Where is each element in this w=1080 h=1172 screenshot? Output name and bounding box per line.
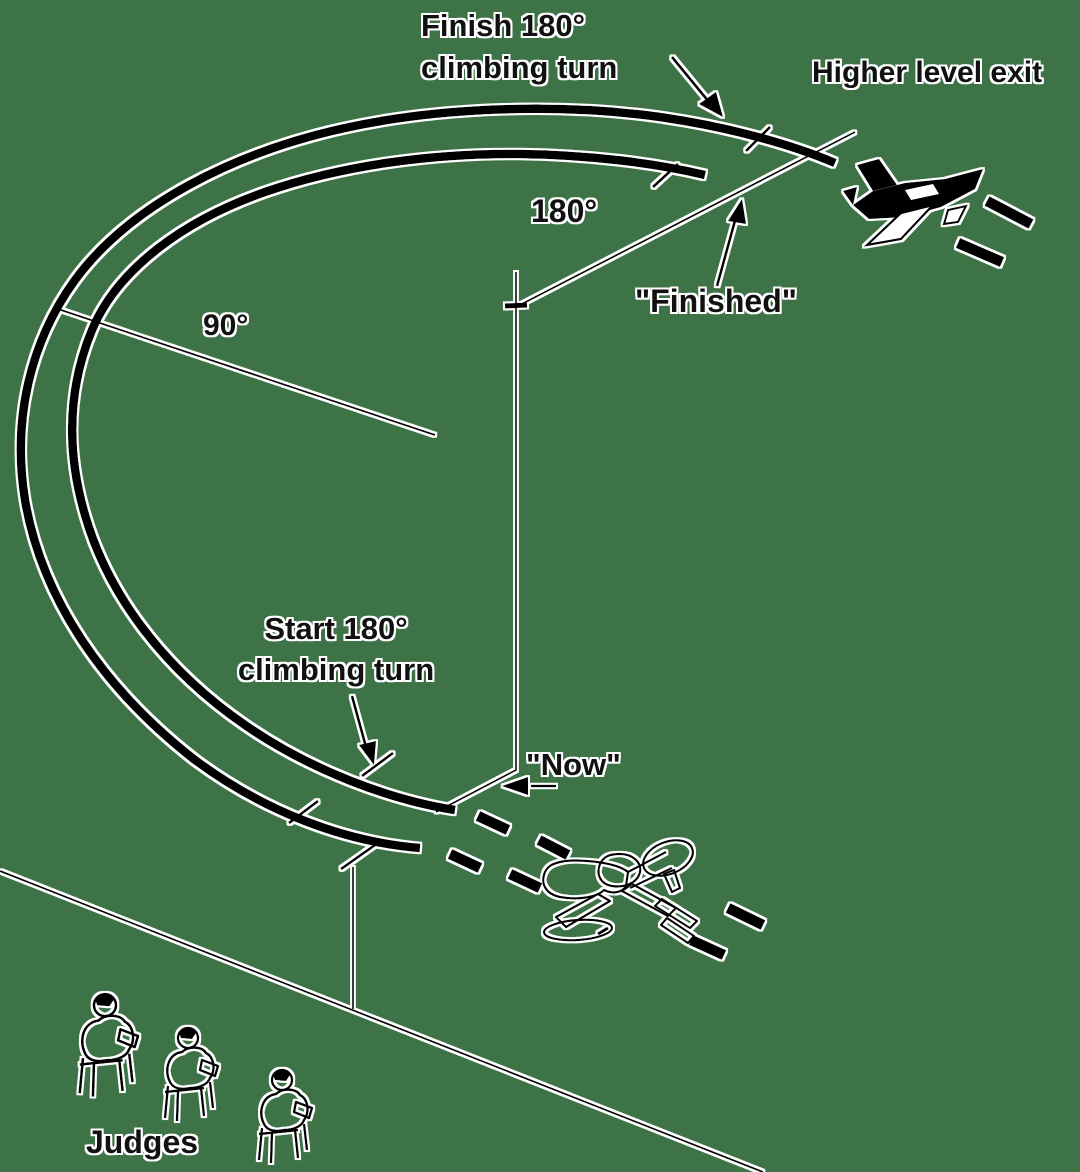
path-tick-marks [288, 126, 771, 871]
outer-path-curve [16, 104, 837, 853]
radial-180-line [515, 131, 856, 308]
flight-path-oval [16, 104, 837, 853]
label-line: climbing turn [421, 50, 618, 85]
inner-path-curve [67, 149, 706, 815]
label-judges: Judges [86, 1124, 199, 1160]
judge-figure [78, 992, 140, 1098]
annotation-arrows [350, 56, 746, 795]
finish-arrow [670, 56, 723, 117]
radial-90-line [54, 307, 436, 436]
center-pole-line [435, 272, 517, 813]
label-finished: "Finished" [635, 283, 797, 319]
label-higher-level-exit: Higher level exit [812, 56, 1043, 89]
judge-figure [257, 1068, 314, 1165]
label-180-degrees: 180° [531, 193, 598, 229]
entry-dashes [447, 811, 766, 960]
ground-line [0, 870, 764, 1172]
finished-arrow [715, 199, 746, 287]
label-line: climbing turn [237, 652, 435, 687]
label-line: Finish 180° [421, 8, 586, 43]
now-arrow [502, 777, 556, 795]
label-start-180-climbing-turn: Start 180° climbing turn [205, 608, 467, 690]
judge-figure [163, 1026, 220, 1123]
label-now: "Now" [526, 747, 621, 782]
label-line: Start 180° [264, 611, 408, 646]
reference-lines [0, 131, 856, 1172]
aircraft-entry-icon [542, 839, 699, 945]
start-arrow [350, 695, 376, 765]
label-finish-180-climbing-turn: Finish 180° climbing turn [421, 5, 617, 89]
label-90-degrees: 90° [203, 309, 249, 342]
exit-dashes [955, 196, 1034, 267]
aircraft-exit-icon [843, 159, 983, 247]
